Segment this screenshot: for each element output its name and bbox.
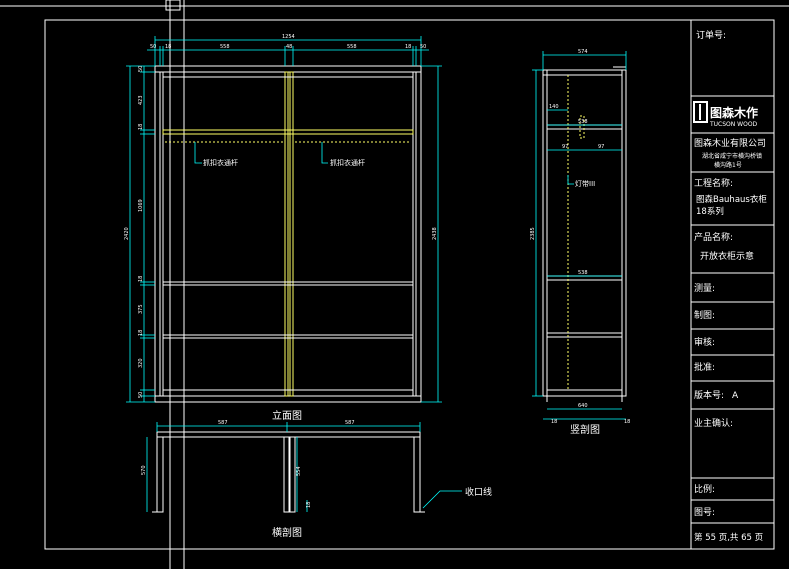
cross-section-view bbox=[152, 431, 425, 513]
elev-left-seg-2: 423 bbox=[138, 95, 144, 105]
address-line1: 湖北省咸宁市横沟桥镇 bbox=[702, 152, 762, 160]
approve-label: 批准: bbox=[694, 361, 715, 373]
rail-callout-left: 抓扣衣通杆 bbox=[203, 158, 238, 167]
elev-top-seg-3: 558 bbox=[220, 44, 230, 50]
cross-section-title: 横剖图 bbox=[272, 526, 302, 539]
elev-left-seg-6: 375 bbox=[138, 304, 144, 314]
elev-top-seg-5: 558 bbox=[347, 44, 357, 50]
light-callout: 灯带III bbox=[575, 179, 595, 188]
version-label: 版本号: bbox=[694, 389, 724, 401]
elev-left-seg-4: 1069 bbox=[138, 199, 144, 212]
elev-total-width: 1254 bbox=[282, 34, 295, 40]
product-name: 开放衣柜示意 bbox=[700, 250, 754, 262]
version-value: A bbox=[732, 391, 739, 401]
elev-left-seg-3: 18 bbox=[138, 124, 144, 130]
section-small-left: 97 bbox=[562, 144, 568, 150]
section-top: 574 bbox=[578, 49, 588, 55]
drawing-no-label: 图号: bbox=[694, 507, 715, 518]
elev-top-seg-1: 50 bbox=[150, 44, 156, 50]
survey-label: 测量: bbox=[694, 283, 715, 294]
elev-total-height: 2420 bbox=[124, 227, 130, 240]
elev-left-seg-9: 50 bbox=[138, 392, 144, 398]
section-dimensions bbox=[532, 51, 627, 420]
logo: 图森木作 TUCSON WOOD bbox=[693, 101, 758, 128]
elev-top-seg-6: 18 bbox=[405, 44, 411, 50]
elev-left-seg-1: 50 bbox=[138, 66, 144, 72]
elev-top-seg-7: 50 bbox=[420, 44, 426, 50]
section-light-offset: 140 bbox=[549, 104, 559, 110]
company-name: 图森木业有限公司 bbox=[694, 137, 766, 149]
elevation-dimensions bbox=[126, 36, 442, 403]
elev-left-seg-7: 18 bbox=[138, 330, 144, 336]
section-bottom-right: 18 bbox=[624, 419, 630, 425]
section-shelf-depth: 538 bbox=[578, 119, 588, 125]
page-info: 第 55 页,共 65 页 bbox=[694, 532, 763, 543]
elev-left-seg-8: 320 bbox=[138, 358, 144, 368]
scale-label: 比例: bbox=[694, 483, 715, 495]
elev-right-height: 2438 bbox=[432, 227, 438, 240]
trim-callout-leader bbox=[422, 490, 462, 509]
title-block bbox=[690, 20, 774, 549]
section-shelf-depth-2: 538 bbox=[578, 270, 588, 276]
drawn-label: 制图: bbox=[694, 309, 715, 321]
address-line2: 横沟路1号 bbox=[714, 161, 742, 169]
light-callout-leader bbox=[567, 175, 574, 185]
project-name-line2: 18系列 bbox=[696, 206, 724, 217]
section-bottom: 640 bbox=[578, 403, 588, 409]
cross-section-dimensions bbox=[146, 422, 421, 512]
section-small-right: 97 bbox=[598, 144, 604, 150]
section-title: 竖剖图 bbox=[570, 423, 600, 436]
trim-callout: 收口线 bbox=[465, 486, 492, 498]
order-no-label: 订单号: bbox=[696, 29, 726, 41]
cross-gap: 18 bbox=[306, 502, 312, 508]
elev-left-seg-5: 18 bbox=[138, 276, 144, 282]
project-label: 工程名称: bbox=[694, 177, 733, 189]
cross-depth: 570 bbox=[141, 465, 147, 475]
section-bottom-left: 18 bbox=[551, 419, 557, 425]
review-label: 审核: bbox=[694, 336, 715, 348]
elevation-view bbox=[154, 65, 422, 403]
elev-top-seg-2: 18 bbox=[165, 44, 171, 50]
product-label: 产品名称: bbox=[694, 231, 733, 243]
cross-width-left: 587 bbox=[218, 420, 228, 426]
logo-en: TUCSON WOOD bbox=[709, 121, 758, 128]
section-height: 2385 bbox=[530, 227, 536, 240]
elevation-title: 立面图 bbox=[272, 409, 302, 422]
logo-cn: 图森木作 bbox=[710, 105, 758, 120]
cross-inner-depth: 554 bbox=[296, 466, 302, 476]
section-view bbox=[542, 66, 627, 402]
section-light-strip bbox=[567, 75, 585, 390]
project-name-line1: 图森Bauhaus衣柜 bbox=[696, 194, 767, 205]
rail-callout-leaders bbox=[194, 142, 328, 164]
owner-confirm-label: 业主确认: bbox=[694, 417, 733, 429]
cross-width-right: 587 bbox=[345, 420, 355, 426]
elev-top-seg-4: 48 bbox=[286, 44, 292, 50]
rail-callout-right: 抓扣衣通杆 bbox=[330, 158, 365, 167]
